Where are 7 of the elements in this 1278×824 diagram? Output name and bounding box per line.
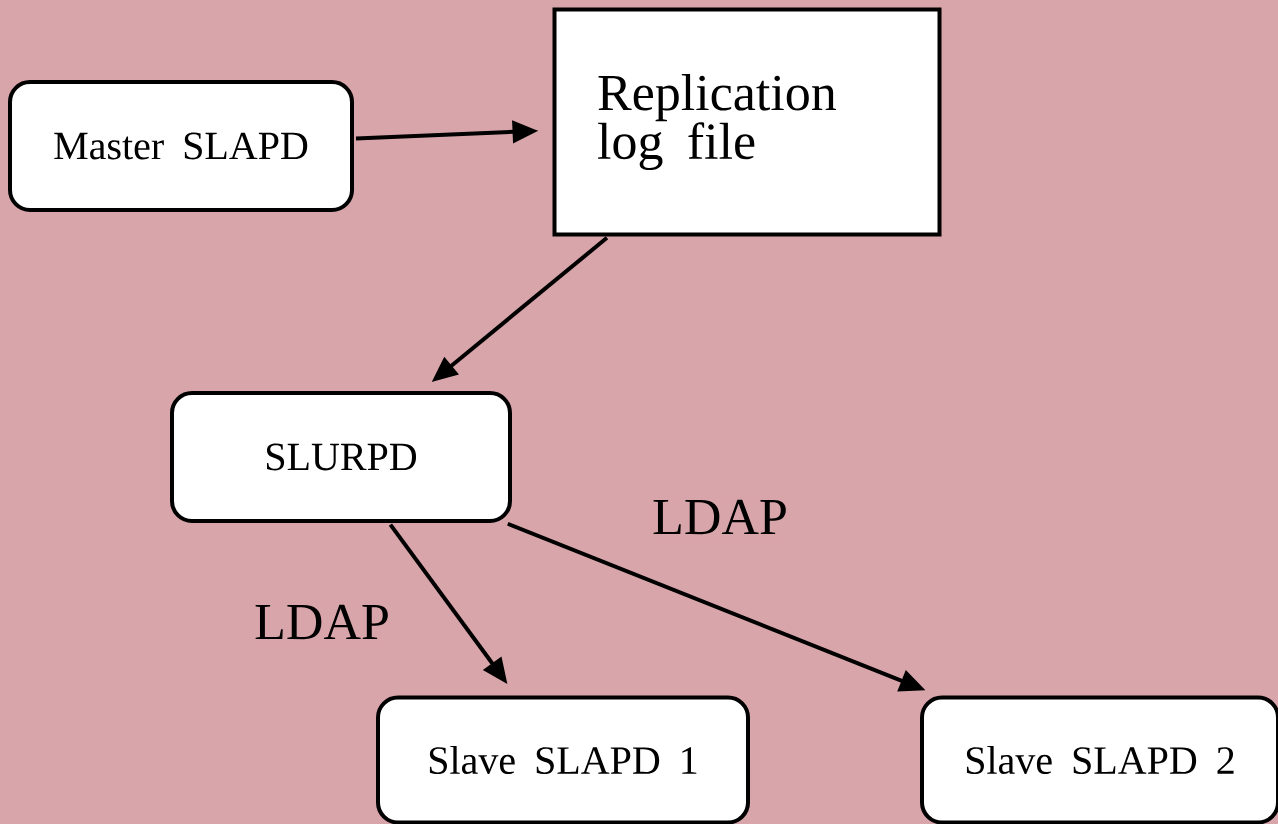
process-box: Replication log file: [552, 7, 942, 237]
process-box: SLURPD: [170, 391, 512, 523]
process-box: Slave SLAPD 1: [376, 695, 750, 824]
edge-label: LDAP: [650, 497, 790, 537]
process-box: Master SLAPD: [8, 80, 354, 212]
process-box: Slave SLAPD 2: [920, 695, 1278, 824]
edge-label: LDAP: [252, 602, 392, 642]
